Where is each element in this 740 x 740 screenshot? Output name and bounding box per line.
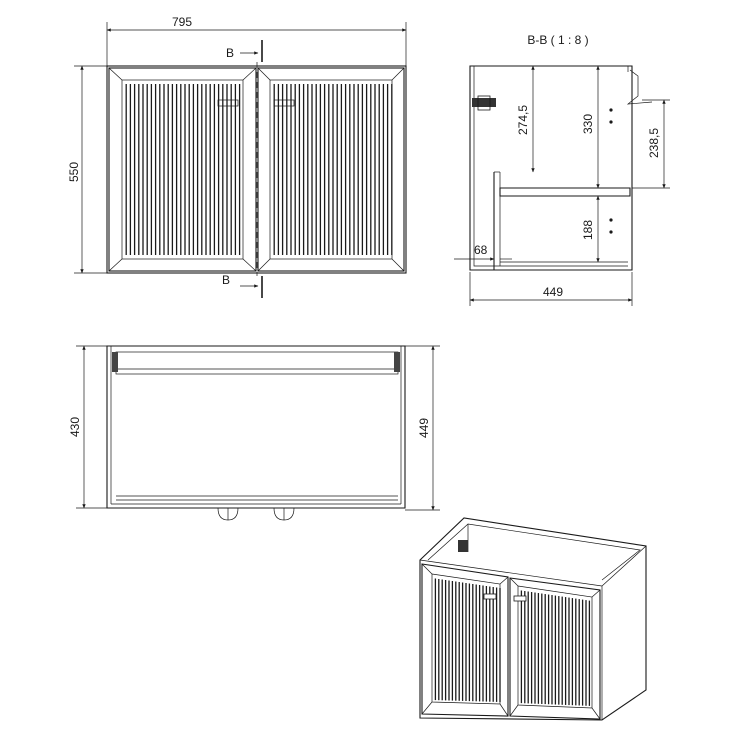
section-shelf <box>499 187 631 197</box>
section-marker-top: B <box>226 46 234 60</box>
dim-plinth: 68 <box>474 243 488 257</box>
top-depth-right: 449 <box>417 418 431 438</box>
front-width-dimension: 795 <box>106 15 407 66</box>
right-door-handle <box>273 99 295 107</box>
right-door-slats <box>273 84 393 255</box>
iso-left-door-slats <box>434 578 501 702</box>
cabinet-front-outline <box>106 65 407 274</box>
section-view: B-B ( 1 : 8 ) 274,5 330 <box>454 33 670 306</box>
section-title: B-B ( 1 : 8 ) <box>527 33 588 47</box>
iso-carcass <box>419 517 647 721</box>
dim-upper-total: 330 <box>581 114 595 134</box>
section-line-b: B B <box>222 40 263 298</box>
dim-depth: 449 <box>543 285 563 299</box>
dim-side: 238,5 <box>647 128 661 158</box>
left-door-handle <box>217 99 239 107</box>
iso-right-door <box>509 577 601 720</box>
top-back-rail <box>115 351 399 375</box>
front-width-label: 795 <box>172 15 192 29</box>
top-depth-left: 430 <box>68 417 82 437</box>
front-height-dimension: 550 <box>67 65 107 274</box>
iso-hinge-icon <box>458 540 468 552</box>
right-door <box>257 67 405 272</box>
door-profile <box>626 69 653 105</box>
left-door-slats <box>125 84 241 255</box>
hinge-fitting-icon <box>472 95 496 111</box>
dim-lower: 188 <box>581 220 595 240</box>
dim-upper-inner: 274,5 <box>516 105 530 135</box>
top-view: 430 449 <box>68 345 440 521</box>
iso-right-door-slats <box>520 590 591 706</box>
front-height-label: 550 <box>67 162 81 182</box>
iso-right-handle <box>513 595 527 602</box>
left-door <box>108 67 257 272</box>
top-view-outline <box>106 345 406 509</box>
front-view: 795 550 <box>67 15 407 298</box>
isometric-view <box>419 517 647 721</box>
fixing-dots <box>609 108 613 234</box>
section-outline <box>469 65 633 271</box>
section-marker-bottom: B <box>222 273 230 287</box>
iso-left-handle <box>483 593 497 600</box>
door-knob-bumps <box>217 507 295 521</box>
iso-left-door <box>421 563 509 717</box>
